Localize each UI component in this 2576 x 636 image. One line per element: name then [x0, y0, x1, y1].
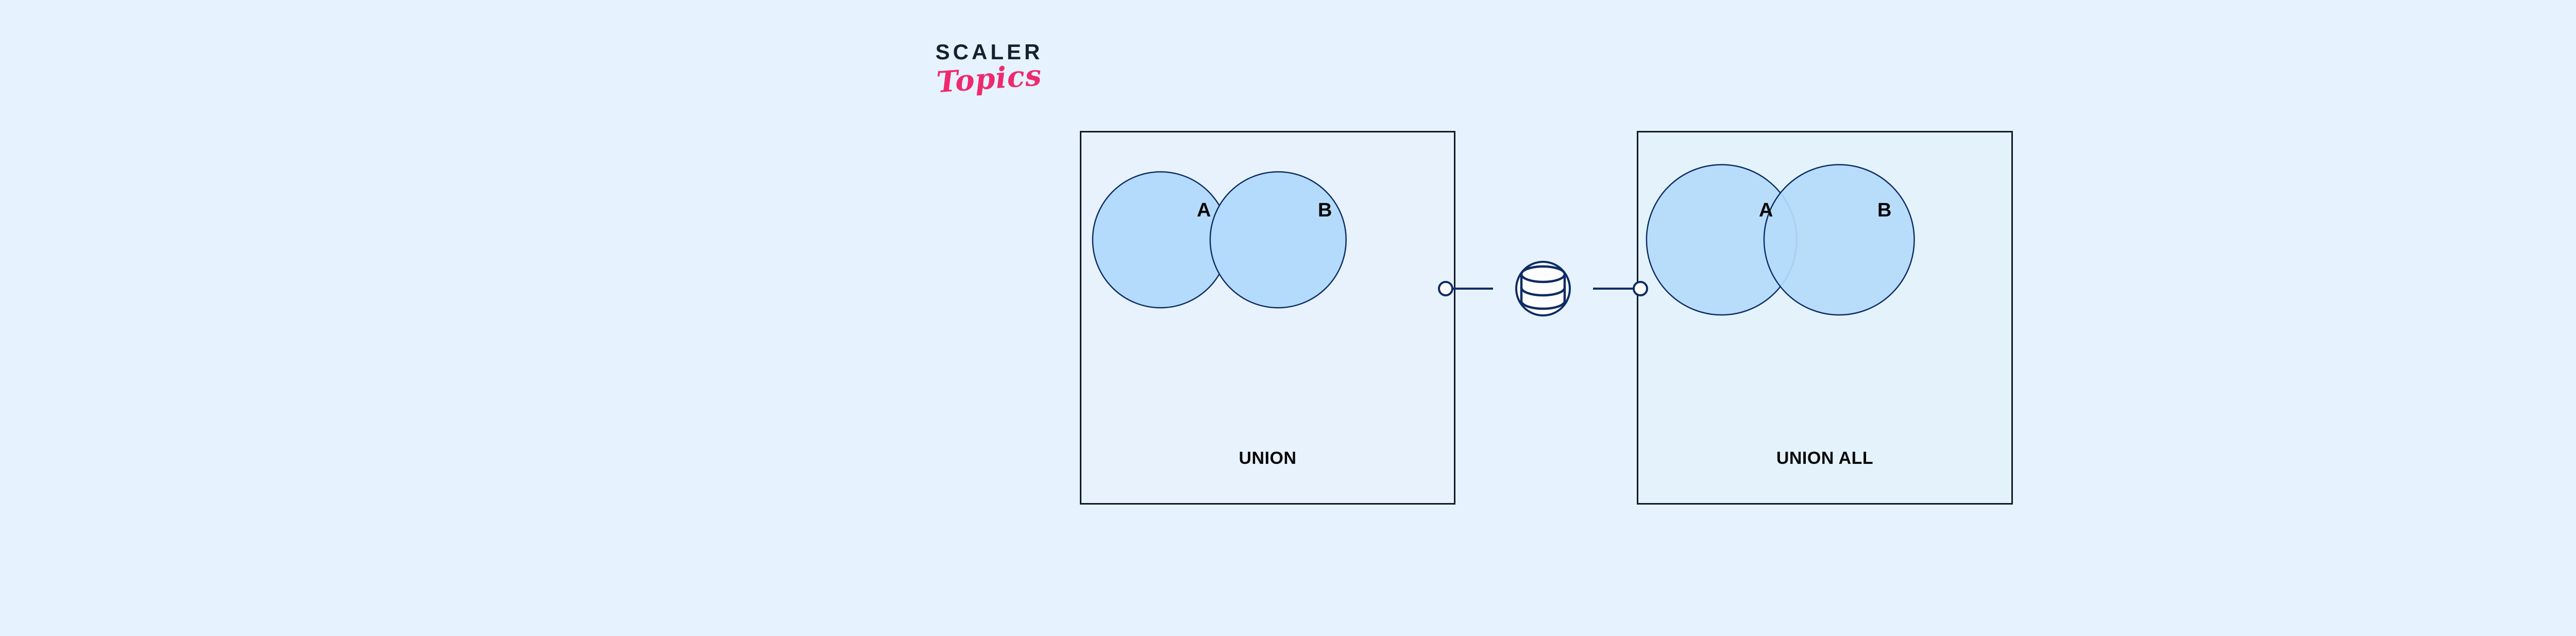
set-label-b: B: [1318, 199, 1332, 221]
logo-secondary-text: Topics: [935, 58, 1043, 100]
panel-union-all: A B UNION ALL: [1637, 131, 2013, 505]
venn-circle-a: [1092, 171, 1229, 309]
connector-graphic: [1438, 261, 1648, 316]
database-badge: [1515, 261, 1571, 316]
panel-connector: [1437, 245, 1649, 379]
set-label-a: A: [1197, 199, 1211, 221]
scaler-topics-logo: SCALER Topics: [904, 41, 1074, 124]
set-label-a: A: [1759, 199, 1773, 221]
venn-circle-b: [1209, 171, 1347, 309]
venn-diagram-union-all: [1646, 164, 1915, 316]
set-label-b: B: [1877, 199, 1892, 221]
panel-caption-union-all: UNION ALL: [1776, 448, 1874, 468]
panel-caption-union: UNION: [1239, 448, 1297, 468]
venn-diagram-union: [1092, 171, 1347, 309]
venn-circle-b: [1763, 164, 1915, 316]
database-icon: [1520, 265, 1566, 310]
panel-union: A B UNION: [1080, 131, 1455, 505]
logo-primary-text: SCALER: [935, 40, 1043, 64]
